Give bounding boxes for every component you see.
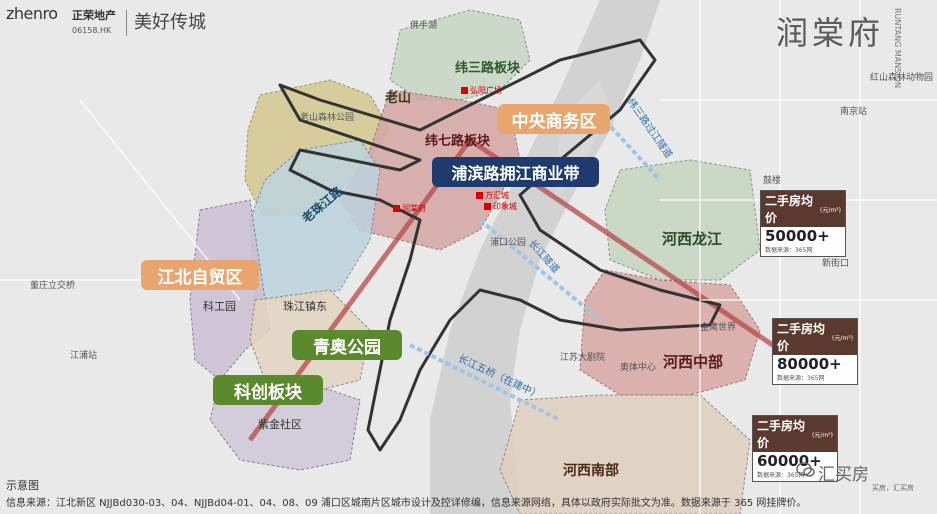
zone-hexilongjiang-label: 河西龙江 bbox=[662, 230, 723, 248]
price-box-zhongbu: 二手房均价(元/m²) 80000+ 数据来源：365网 bbox=[772, 318, 858, 385]
qingao-pill: 青奥公园 bbox=[292, 330, 402, 360]
zone-hexilongjiang-shape bbox=[604, 159, 761, 281]
zone-weisan-label: 纬三路板块 bbox=[455, 61, 521, 76]
price-box-nanbu: 二手房均价(元/m²) 60000+ 数据来源：365网 bbox=[752, 415, 838, 482]
label-olympic: 奥体中心 bbox=[620, 363, 657, 373]
poi-runtangfu: 润棠府 bbox=[393, 203, 426, 214]
zone-hexizhongbu-label: 河西中部 bbox=[663, 353, 724, 371]
wechat-icon bbox=[796, 462, 815, 477]
zone-zhujiangdong-label: 珠江镇东 bbox=[283, 300, 327, 313]
source-note: 信息来源：江北新区 NJJBd030-03、04、NJJBd04-01、04、0… bbox=[6, 498, 807, 509]
poi-caiyi: 印象城 bbox=[484, 201, 517, 212]
jiangbei-pill: 江北自贸区 bbox=[141, 260, 259, 290]
label-gulou: 鼓楼 bbox=[763, 176, 782, 186]
map-legend-label: 示意图 bbox=[6, 479, 39, 492]
brand-divider bbox=[126, 10, 127, 36]
poi-wanrencheng: 万汇城 bbox=[476, 190, 509, 201]
bridge-changjiang5 bbox=[409, 343, 561, 422]
brand-code: 06158.HK bbox=[72, 26, 112, 35]
zone-weiqi-label: 纬七路板块 bbox=[425, 134, 491, 149]
label-jiangsu: 江苏大剧院 bbox=[560, 353, 606, 363]
tunnel-weisan bbox=[598, 113, 662, 182]
zone-hexizhongbu-shape bbox=[579, 269, 761, 396]
zone-jiangbei-shape bbox=[189, 199, 271, 381]
cbd-pill: 中央商务区 bbox=[498, 104, 610, 134]
logo-title: 润棠府 bbox=[776, 14, 885, 52]
label-laoshan-park: 老山森林公园 bbox=[300, 113, 355, 123]
brand-cn: 正荣地产 bbox=[72, 9, 116, 22]
zone-hexinanbu-label: 河西南部 bbox=[563, 463, 619, 479]
airplane-outline bbox=[278, 38, 722, 452]
price-box-longjiang: 二手房均价(元/m²) 50000+ 数据来源：365网 bbox=[760, 190, 846, 257]
label-dongzhuang: 董庄立交桥 bbox=[30, 281, 76, 291]
pubin-pill: 浦滨路拥江商业带 bbox=[432, 157, 599, 187]
label-foshou: 佛手湖 bbox=[410, 21, 438, 31]
watermark-name: 汇买房 bbox=[818, 465, 869, 485]
label-nanjing-station: 南京站 bbox=[840, 107, 868, 117]
poi-hongjiang: 弘阳广场 bbox=[461, 85, 502, 96]
brand-en: zhenro bbox=[6, 4, 58, 23]
label-jinyu: 金鹰世界 bbox=[700, 323, 737, 333]
kechuang-pill: 科创板块 bbox=[213, 375, 323, 405]
label-jiangpu: 江浦站 bbox=[70, 351, 98, 361]
logo-subtitle: RUNTANG MANSION bbox=[893, 8, 902, 88]
zone-hexinanbu-shape bbox=[499, 394, 751, 514]
zone-laoshan-label: 老山 bbox=[385, 91, 412, 106]
label-hongshan: 红山森林动物园 bbox=[870, 73, 934, 83]
label-pukou-park: 浦口公园 bbox=[490, 238, 527, 248]
zone-zijin-label: 紫金社区 bbox=[258, 418, 302, 431]
brand-slogan: 美好传城 bbox=[134, 12, 206, 33]
label-xinjiekou: 新街口 bbox=[822, 259, 850, 269]
tunnel-changjiang bbox=[478, 218, 602, 322]
watermark-sub: 买房，汇买房 bbox=[872, 484, 914, 492]
zone-kegongyuan-label: 科工园 bbox=[203, 300, 236, 313]
